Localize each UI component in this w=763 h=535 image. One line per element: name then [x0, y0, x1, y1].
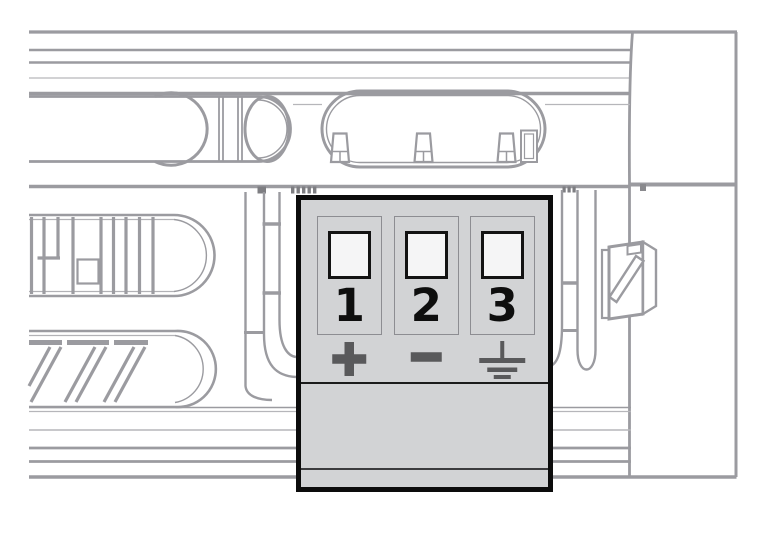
shelf-comb-teeth	[257, 184, 646, 194]
plus-icon	[332, 342, 367, 376]
ground-icon	[479, 341, 526, 379]
terminal-wire-slot-1	[327, 231, 371, 279]
connector-pins	[29, 217, 155, 294]
polarity-symbols	[332, 341, 526, 379]
terminal-number-1: 1	[333, 278, 365, 332]
minus-icon	[410, 352, 442, 362]
terminal-wire-slot-2	[404, 231, 448, 279]
latch-bracket	[600, 239, 658, 321]
terminal-bay-left-wall	[244, 192, 297, 402]
terminal-wire-slot-3	[480, 231, 524, 279]
terminal-cell-3: 3	[470, 216, 535, 335]
block-divider-lower	[301, 468, 548, 470]
cable-clip-2	[413, 132, 434, 164]
panel-lines-top	[29, 30, 737, 96]
terminal-number-3: 3	[486, 278, 518, 332]
terminal-cell-2: 2	[394, 216, 459, 335]
cable-clip-3	[496, 132, 517, 164]
terminal-bay-right-wall	[547, 190, 597, 371]
connector-slot	[29, 213, 216, 298]
terminal-number-2: 2	[410, 278, 442, 332]
terminal-cell-1: 1	[317, 216, 382, 335]
cable-slot-b	[320, 89, 547, 169]
cable-clip-1	[329, 132, 351, 164]
block-divider-upper	[301, 382, 548, 384]
vent-slot	[27, 329, 218, 409]
terminal-block: 1 2 3	[296, 195, 553, 492]
cable-slot-a	[29, 91, 292, 167]
vent-louvre-diagonals	[27, 346, 147, 403]
panel-shelf-line	[29, 184, 646, 194]
